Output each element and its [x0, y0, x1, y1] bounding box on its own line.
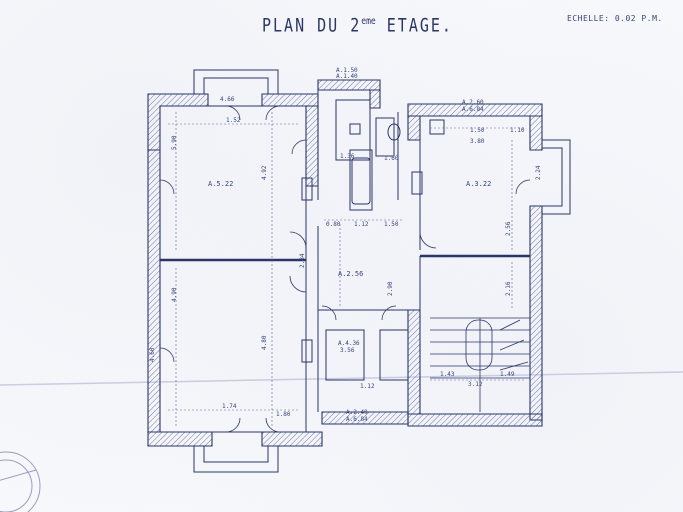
dim-bot-b: 1.80 [276, 411, 291, 418]
room-label-nw: A.5.22 [208, 180, 233, 188]
room-label-sw-small: A.4.36 [338, 340, 360, 347]
dim-left-a: 4.92 [261, 165, 268, 180]
bay-windows [193, 69, 571, 473]
dim-vert-right: 2.56 [505, 221, 512, 236]
dim-bath-b: 1.60 [384, 155, 399, 162]
staircase [430, 317, 530, 412]
dim-top-right-b: A.6.84 [462, 106, 484, 113]
exterior-walls [147, 79, 543, 447]
plan-labels: 4.66 A.1.50 A.1.40 A.2.60 A.6.84 1.52 1.… [149, 67, 542, 423]
paper-fold-line [0, 371, 683, 386]
scale-note: ECHELLE: 0.02 P.M. [567, 14, 663, 23]
dim-bot-mid: A.2.40 [346, 409, 368, 416]
dim-left-d: 4.80 [261, 335, 268, 350]
dim-west: 4.60 [149, 347, 156, 362]
dim-left-b: 4.90 [171, 287, 178, 302]
room-label-ne: A.3.22 [466, 180, 491, 188]
dim-top-mid-b: A.1.40 [336, 73, 358, 80]
dim-ne-width3: 3.80 [470, 138, 485, 145]
dim-bot-d: 1.43 [440, 371, 455, 378]
dim-hall-b: 1.50 [384, 221, 399, 228]
dim-ne-width: 1.50 [470, 127, 485, 134]
dim-left-c: 5.90 [171, 135, 178, 150]
room-label-sw-small-b: 3.56 [340, 347, 355, 354]
dim-stair: 3.12 [468, 381, 483, 388]
dim-top-left: 4.66 [220, 96, 235, 103]
fixtures [301, 119, 445, 363]
dim-hall-a: 1.12 [354, 221, 369, 228]
stamp-seal [0, 451, 41, 512]
dim-vert-right2: 2.16 [505, 281, 512, 296]
dimension-lines [168, 112, 526, 426]
dim-vert-mid: 2.84 [299, 253, 306, 268]
interior-walls [159, 90, 530, 433]
door-swings [159, 105, 531, 433]
dim-top-mid: A.1.50 [336, 67, 358, 74]
dim-bot-e: 1.49 [500, 371, 515, 378]
dim-nw-width: 1.52 [226, 117, 241, 124]
dim-bot-mid-b: A.6.84 [346, 416, 368, 423]
dim-top-right: A.2.60 [462, 99, 484, 106]
dim-east: 2.24 [535, 165, 542, 180]
dim-bath-a: 1.36 [340, 153, 355, 160]
dim-bot-a: 1.74 [222, 403, 237, 410]
plan-title: PLAN DU 2eme ETAGE. [262, 14, 453, 37]
dim-ne-width2: 1.10 [510, 127, 525, 134]
dim-vert-mid2: 2.90 [387, 281, 394, 296]
dim-hall-c: 0.80 [326, 221, 341, 228]
dim-bot-c: 1.12 [360, 383, 375, 390]
room-label-hall: A.2.56 [338, 270, 363, 278]
